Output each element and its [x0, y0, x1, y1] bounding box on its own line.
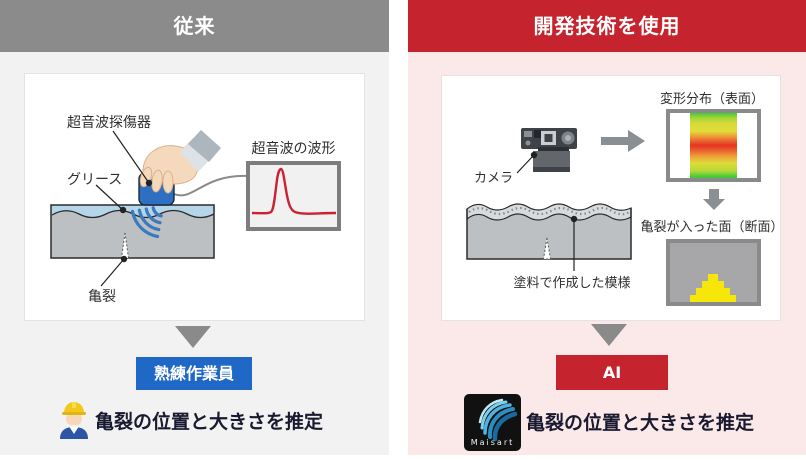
ultrasonic-waves-icon: [130, 206, 163, 239]
panel-header-developed: 開発技術を使用: [408, 0, 806, 52]
camera-label: カメラ: [474, 171, 514, 186]
crack-plane-label: 亀裂が入った面（断面）: [640, 220, 784, 235]
maisart-logo-text: Maisart: [470, 438, 515, 447]
pointer-lines: [95, 130, 150, 287]
down-arrow-icon: [591, 324, 627, 346]
maisart-wave-icon: [478, 398, 518, 442]
crack-heat-blob: [690, 274, 736, 302]
camera-icon: [521, 128, 577, 172]
ultrasonic-inspection-illustration: [50, 130, 341, 287]
down-arrow-small-icon: [703, 189, 725, 210]
probe-cable: [173, 174, 249, 197]
down-arrow-icon: [175, 326, 211, 348]
diagram-conventional: 超音波探傷器 グリース 超音波の波形 亀裂: [24, 73, 365, 321]
probe-label: 超音波探傷器: [67, 115, 151, 131]
diagram-developed: 変形分布（表面） 亀裂が入った面（断面） カメラ 塗料で作成した模様: [441, 75, 784, 321]
crack-cross-section-image: [666, 239, 761, 306]
result-text-developed: 亀裂の位置と大きさを推定: [526, 412, 755, 434]
crack-shape: [542, 237, 552, 260]
grease-label: グリース: [67, 172, 123, 188]
panel-conventional: 従来: [0, 0, 389, 455]
deformation-heatmap: [666, 109, 761, 182]
paint-pattern-label: 塗料で作成した模様: [513, 276, 631, 291]
hand-icon: [139, 130, 221, 194]
material-block: [467, 204, 631, 259]
camera-inspection-illustration: [466, 128, 725, 271]
right-arrow-icon: [601, 130, 645, 152]
result-text-conventional: 亀裂の位置と大きさを推定: [95, 411, 324, 433]
waveform-curve: [251, 167, 337, 215]
waveform-label: 超音波の波形: [251, 141, 336, 157]
ai-badge: AI: [556, 355, 668, 390]
deformation-label: 変形分布（表面）: [659, 92, 764, 107]
waveform-screen: [246, 161, 341, 231]
maisart-logo: Maisart: [464, 394, 521, 451]
skilled-worker-badge: 熟練作業員: [136, 357, 252, 390]
panel-developed: 開発技術を使用: [408, 0, 806, 455]
panel-header-conventional: 従来: [0, 0, 389, 52]
crack-label: 亀裂: [88, 289, 116, 305]
worker-icon: [60, 402, 88, 439]
heatmap-color-strip: [690, 113, 737, 178]
